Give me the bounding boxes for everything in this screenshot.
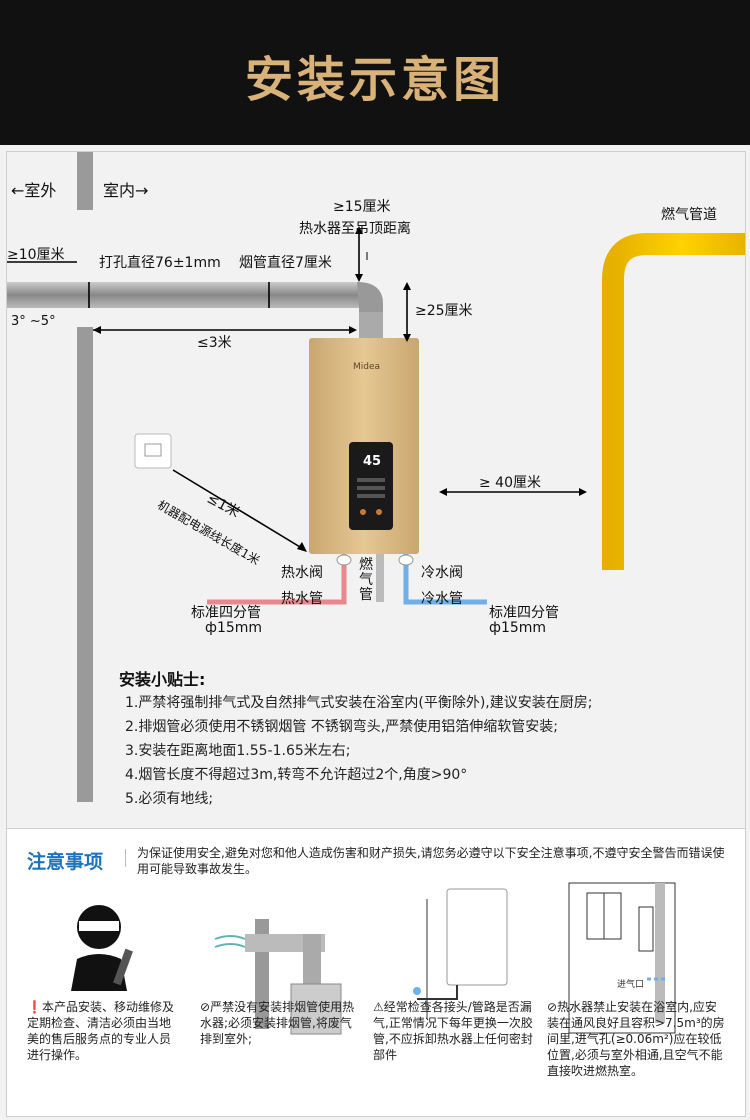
notice-item: ⊘热水器禁止安装在浴室内,应安装在通风良好且容积>7.5m³的房间里,进气孔(≥… (547, 1000, 725, 1078)
installation-diagram: ←室外 室内→ ≥15厘米 热水器至吊顶距离 燃气管道 ≥10厘米 打孔直径76… (6, 151, 746, 833)
heater-illustration (413, 888, 508, 1019)
dim-10cm-label: ≥10厘米 (7, 247, 65, 263)
dim-1m-arrow (172, 469, 306, 551)
brand-logo: Midea (353, 362, 381, 372)
diagram-drawing (7, 152, 745, 802)
cold-valve-label: 冷水阀 (421, 565, 463, 581)
gas-pipe-label: 燃气管道 (661, 207, 717, 223)
std-pipe-right-size: ф15mm (489, 620, 547, 636)
flue-pipe (7, 282, 361, 308)
page-title: 安装示意图 (244, 52, 505, 108)
tips-title: 安装小贴士: (119, 670, 206, 689)
room-illustration (568, 882, 676, 1034)
flue-illustration (214, 919, 342, 1035)
technician-illustration (71, 905, 133, 991)
flue-diameter-label: 烟管直径7厘米 (239, 255, 332, 271)
std-pipe-left-size: ф15mm (205, 620, 263, 636)
tip-item: 5.必须有地线; (125, 791, 214, 807)
display-value: 45 (363, 454, 382, 469)
std-pipe-right-label: 标准四分管 (489, 605, 559, 621)
wall-top (77, 152, 93, 210)
indoor-label: 室内→ (103, 181, 149, 200)
dim-3m-label: ≤3米 (197, 335, 232, 351)
tip-item: 3.安装在距离地面1.55-1.65米左右; (125, 743, 351, 759)
notice-section: 注意事项 为保证使用安全,避免对您和他人造成伤害和财产损失,请您务必遵守以下安全… (6, 828, 746, 1117)
gas-pipe (602, 233, 745, 570)
slope-label: 3° ~5° (11, 314, 56, 329)
warning-icon: ⚠ (373, 1000, 384, 1014)
outdoor-label: ←室外 (11, 181, 57, 200)
notice-item: ❗本产品安装、移动维修及定期检查、清洁必须由当地美的售后服务点的专业人员进行操作… (27, 1000, 174, 1062)
notice-item: ⚠经常检查各接头/管路是否漏气,正常情况下每年更换一次胶管,不应拆卸热水器上任何… (373, 1000, 533, 1062)
notice-title: 注意事项 (27, 851, 104, 873)
notice-illustrations (71, 882, 676, 1035)
tip-item: 2.排烟管必须使用不锈钢烟管 不锈钢弯头,严禁使用铝箔伸缩软管安装; (125, 719, 558, 735)
notice-intro: 为保证使用安全,避免对您和他人造成伤害和财产损失,请您务必遵守以下安全注意事项,… (137, 846, 725, 876)
tip-item: 4.烟管长度不得超过3m,转弯不允许超过2个,角度>90° (125, 767, 468, 783)
vent-label: 进气口 (617, 980, 645, 990)
prohibited-icon: ⊘ (547, 1000, 558, 1014)
dim-ceiling-label: 热水器至吊顶距离 (299, 221, 411, 237)
gas-short-label: 燃气管 (359, 557, 373, 603)
cold-pipe-label: 冷水管 (421, 591, 463, 607)
gas-connector (376, 554, 384, 602)
dim-25cm-label: ≥25厘米 (415, 303, 473, 319)
wall (77, 327, 93, 802)
hot-pipe-label: 热水管 (281, 591, 323, 607)
hole-diameter-label: 打孔直径76±1mm (99, 255, 221, 271)
tip-item: 1.严禁将强制排气式及自然排气式安装在浴室内(平衡除外),建议安装在厨房; (125, 695, 593, 711)
prohibited-icon: ⊘ (200, 1000, 211, 1014)
notice-item: ⊘严禁没有安装排烟管使用热水器;必须安装排烟管,将废气排到室外; (200, 1000, 355, 1046)
dim-15cm-label: ≥15厘米 (333, 199, 391, 215)
hot-valve-label: 热水阀 (281, 565, 323, 581)
power-outlet (134, 433, 172, 469)
hot-water-pipe (207, 554, 347, 605)
exclamation-icon: ❗ (27, 1000, 42, 1014)
header-banner (0, 0, 750, 145)
cold-water-pipe (403, 554, 487, 605)
std-pipe-left-label: 标准四分管 (191, 605, 261, 621)
dim-40cm-label: ≥ 40厘米 (479, 475, 541, 491)
